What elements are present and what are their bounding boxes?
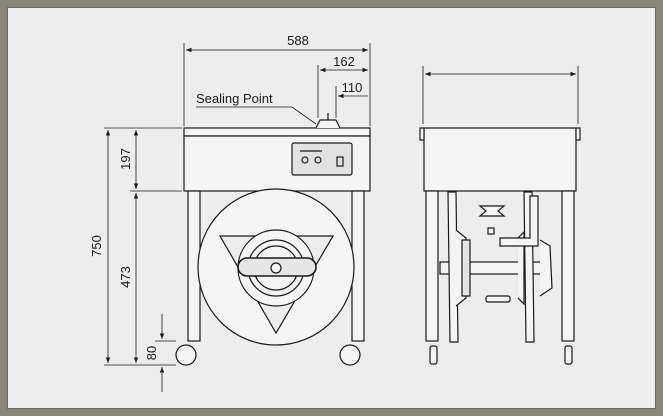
dim-text-473: 473 bbox=[118, 266, 133, 288]
side-left-leg bbox=[425, 190, 439, 342]
front-right-wheel bbox=[339, 344, 361, 366]
front-view bbox=[175, 113, 371, 366]
reel-center-bolt bbox=[270, 262, 282, 274]
dim-text-80: 80 bbox=[144, 346, 159, 360]
sealing-point-label: Sealing Point bbox=[196, 91, 273, 106]
reel-flange-left bbox=[447, 191, 459, 343]
dim-text-162: 162 bbox=[333, 54, 355, 69]
side-right-leg bbox=[561, 190, 575, 342]
side-right-wheel bbox=[564, 345, 573, 365]
side-view bbox=[419, 66, 581, 365]
side-left-wheel bbox=[429, 345, 438, 365]
sealing-point-leader bbox=[196, 106, 317, 125]
sealing-head bbox=[315, 119, 341, 129]
control-knob-1 bbox=[301, 156, 309, 164]
strap-guide-symbol bbox=[478, 205, 506, 217]
dim-text-588: 588 bbox=[287, 33, 309, 48]
front-dimensions bbox=[104, 43, 371, 392]
dim-text-110: 110 bbox=[342, 80, 363, 95]
side-head-housing bbox=[423, 127, 577, 192]
foot-pedal bbox=[485, 295, 511, 303]
front-left-wheel bbox=[175, 344, 197, 366]
power-switch bbox=[336, 156, 344, 167]
brake-arm bbox=[499, 195, 539, 247]
machine-table-top bbox=[183, 127, 371, 137]
dim-text-197: 197 bbox=[118, 148, 133, 170]
dim-text-750: 750 bbox=[89, 235, 104, 257]
control-knob-2 bbox=[314, 156, 322, 164]
